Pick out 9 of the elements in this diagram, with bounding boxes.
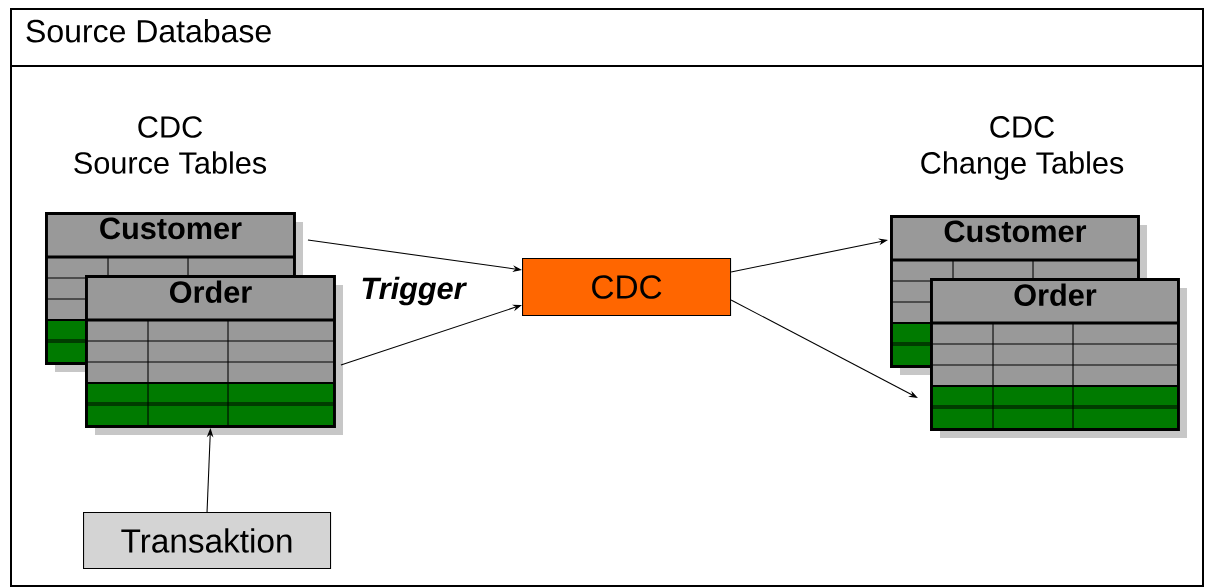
process-box: CDC	[522, 258, 732, 317]
arrow	[730, 299, 918, 398]
group-heading: CDC Change Tables	[921, 116, 1124, 180]
arrow	[340, 304, 522, 366]
transaction-box: Transaktion	[83, 512, 332, 570]
trigger-label: Trigger	[362, 276, 467, 306]
table-drawing: Order	[929, 278, 1187, 438]
group-heading: CDC Source Tables	[74, 116, 267, 174]
table-drawing: Order	[84, 275, 343, 435]
